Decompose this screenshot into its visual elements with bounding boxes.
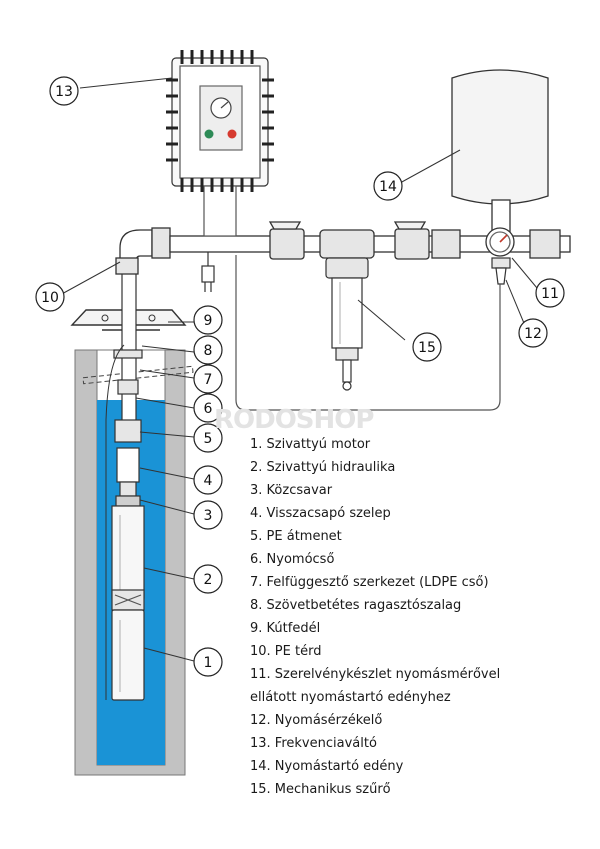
svg-text:15: 15 xyxy=(418,340,436,356)
legend-item: 7. Felfüggesztő szerkezet (LDPE cső) xyxy=(250,575,489,590)
pressure-sensor xyxy=(491,257,511,285)
pressure-pipe xyxy=(113,269,143,507)
callout-1: 1 xyxy=(193,647,223,677)
pump-hydraulics xyxy=(111,505,145,611)
callout-2: 2 xyxy=(193,564,223,594)
svg-text:3: 3 xyxy=(204,508,213,524)
power-cable xyxy=(105,344,125,700)
watermark: RODOSHOP xyxy=(214,405,374,435)
callout-3: 3 xyxy=(193,500,223,530)
callout-6: 6 xyxy=(193,393,223,423)
stop-button xyxy=(227,129,237,139)
svg-text:11: 11 xyxy=(541,286,559,302)
callout-8: 8 xyxy=(193,335,223,365)
frequency-converter xyxy=(171,57,269,237)
callout-13: 13 xyxy=(49,76,79,106)
svg-text:4: 4 xyxy=(204,473,213,489)
legend-item: 2. Szivattyú hidraulika xyxy=(250,460,396,475)
callout-11: 11 xyxy=(535,278,565,308)
mechanical-filter xyxy=(325,257,369,391)
legend-item: 12. Nyomásérzékelő xyxy=(250,713,383,728)
main-pipe xyxy=(169,221,571,260)
legend-item: 8. Szövetbetétes ragasztószalag xyxy=(250,598,462,613)
legend-item: 15. Mechanikus szűrő xyxy=(250,782,391,797)
pe-elbow xyxy=(115,227,171,275)
svg-text:10: 10 xyxy=(41,290,59,306)
callout-7: 7 xyxy=(193,364,223,394)
callouts: 13 10 14 11 12 15 9 8 7 6 5 4 3 2 1 xyxy=(35,76,565,677)
legend-item: 4. Visszacsapó szelep xyxy=(250,506,391,521)
power-plug-icon xyxy=(201,252,215,292)
svg-text:6: 6 xyxy=(204,401,213,417)
callout-10: 10 xyxy=(35,282,65,312)
svg-text:14: 14 xyxy=(379,179,397,195)
svg-text:9: 9 xyxy=(204,313,213,329)
legend-item: ellátott nyomástartó edényhez xyxy=(250,690,451,705)
legend-item: 14. Nyomástartó edény xyxy=(250,759,404,774)
callout-5: 5 xyxy=(193,423,223,453)
legend-item: 11. Szerelvénykészlet nyomásmérővel xyxy=(250,667,501,682)
legend-item: 6. Nyomócső xyxy=(250,552,335,567)
legend-item: 3. Közcsavar xyxy=(250,483,333,498)
svg-text:8: 8 xyxy=(204,343,213,359)
converter-fins xyxy=(166,50,274,192)
callout-4: 4 xyxy=(193,465,223,495)
callout-12: 12 xyxy=(518,318,548,348)
pressure-gauge-icon xyxy=(485,227,515,257)
legend-item: 1. Szivattyú motor xyxy=(250,437,371,452)
svg-text:7: 7 xyxy=(204,372,213,388)
legend-item: 10. PE térd xyxy=(250,644,322,659)
svg-text:2: 2 xyxy=(204,572,213,588)
svg-text:12: 12 xyxy=(524,326,542,342)
legend-item: 13. Frekvenciaváltó xyxy=(250,736,377,751)
callout-9: 9 xyxy=(193,305,223,335)
svg-text:5: 5 xyxy=(204,431,213,447)
pump-motor xyxy=(111,609,145,701)
legend-item: 9. Kútfedél xyxy=(250,621,321,636)
start-button xyxy=(204,129,214,139)
return-line xyxy=(235,255,501,411)
svg-text:1: 1 xyxy=(204,655,213,671)
legend-item: 5. PE átmenet xyxy=(250,529,342,544)
svg-text:13: 13 xyxy=(55,84,73,100)
leader-lines xyxy=(59,77,538,662)
pressure-tank xyxy=(451,69,549,233)
callout-15: 15 xyxy=(412,332,442,362)
callout-14: 14 xyxy=(373,171,403,201)
